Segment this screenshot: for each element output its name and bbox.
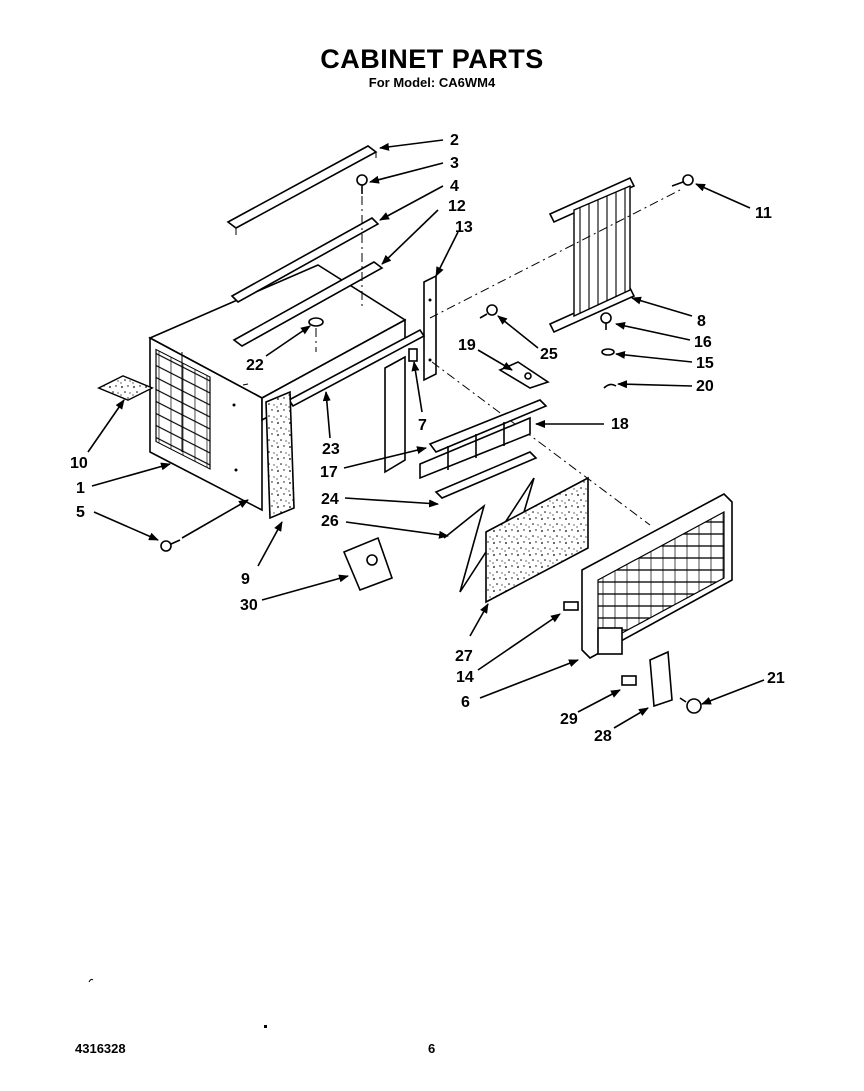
callout-3: 3 — [450, 155, 459, 172]
knob-21 — [679, 697, 702, 714]
callout-5: 5 — [76, 504, 85, 521]
top-rail-12 — [232, 261, 384, 347]
side-curtain-8 — [548, 176, 636, 334]
callout-20: 20 — [696, 378, 714, 395]
filter-27 — [485, 476, 589, 604]
screw-3 — [356, 174, 368, 310]
callout-28: 28 — [594, 728, 612, 745]
tab-14 — [563, 601, 579, 611]
screw-5 — [160, 539, 181, 552]
strip-24 — [434, 451, 538, 499]
callout-8: 8 — [697, 313, 706, 330]
callout-15: 15 — [696, 355, 714, 372]
callout-22: 22 — [246, 357, 264, 374]
callout-24: 24 — [321, 491, 339, 508]
leader-lines — [87, 139, 765, 729]
page-number: 6 — [428, 1041, 436, 1056]
callout-23: 23 — [322, 441, 340, 458]
callout-1: 1 — [76, 480, 85, 497]
gasket-26 — [443, 477, 535, 593]
foam-strip-9 — [265, 390, 295, 520]
callout-6: 6 — [461, 694, 470, 711]
strip-23 — [287, 328, 426, 408]
callout-10: 10 — [70, 455, 88, 472]
front-grille-6 — [581, 493, 733, 659]
model-subtitle: For Model: CA6WM4 — [368, 75, 496, 90]
frame-18 — [419, 399, 548, 480]
clip-7 — [408, 348, 418, 362]
document-number: 4316328 — [75, 1041, 126, 1056]
callout-14: 14 — [456, 669, 474, 686]
callout-11: 11 — [755, 205, 772, 222]
washer-15 — [601, 348, 615, 356]
cover-28 — [649, 650, 673, 708]
callout-19: 19 — [458, 337, 476, 354]
screw-25 — [479, 304, 498, 319]
callout-18: 18 — [611, 416, 629, 433]
top-rail-4 — [230, 217, 380, 303]
callout-4: 4 — [450, 178, 459, 195]
page-title: CABINET PARTS — [320, 44, 544, 74]
callout-26: 26 — [321, 513, 339, 530]
callout-29: 29 — [560, 711, 578, 728]
callout-13: 13 — [455, 219, 473, 236]
callout-7: 7 — [418, 417, 427, 434]
stray-dot — [264, 1025, 267, 1028]
callout-21: 21 — [767, 670, 785, 687]
top-rail-2 — [226, 145, 378, 235]
side-bracket-13 — [423, 274, 437, 382]
piece-29 — [621, 675, 637, 686]
callout-27: 27 — [455, 648, 473, 665]
cabinet-shell — [148, 264, 407, 512]
screw-11 — [671, 174, 694, 187]
callout-17: 17 — [320, 464, 338, 481]
bracket-19 — [498, 361, 550, 389]
callout-30: 30 — [240, 597, 258, 614]
callout-2: 2 — [450, 132, 459, 149]
stray-mark — [88, 978, 94, 983]
callout-9: 9 — [241, 571, 250, 588]
plug-22 — [308, 317, 324, 352]
clip-20 — [603, 383, 617, 389]
callout-25: 25 — [540, 346, 558, 363]
callout-12: 12 — [448, 198, 466, 215]
screw-16 — [600, 312, 612, 330]
callout-16: 16 — [694, 334, 712, 351]
